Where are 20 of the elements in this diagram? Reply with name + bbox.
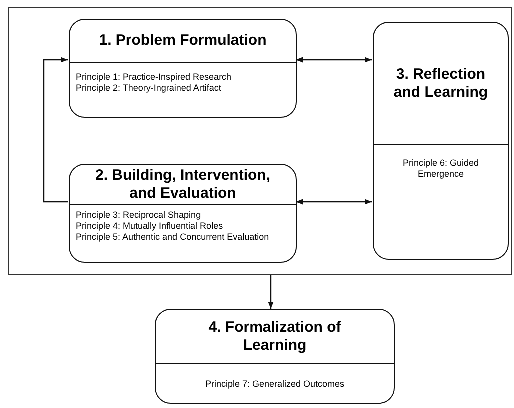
stage-box <box>155 309 395 404</box>
principle-text: Principle 7: Generalized Outcomes <box>204 379 346 390</box>
principle-text: Principle 3: Reciprocal Shaping <box>76 210 202 221</box>
arrow <box>296 57 372 63</box>
principle-text: Principle 5: Authentic and Concurrent Evaluation <box>76 232 270 243</box>
stage-heading: 1. Problem Formulation <box>99 32 267 50</box>
stage-heading: 4. Formalization of Learning <box>208 318 342 354</box>
stage-heading: 2. Building, Intervention, and Evaluation <box>94 166 272 202</box>
stage-heading: 3. Reflection and Learning <box>392 66 490 102</box>
arrow <box>296 199 372 205</box>
principle-text: Principle 4: Mutually Influential Roles <box>76 221 224 232</box>
principle-text: Principle 6: Guided Emergence <box>402 158 480 180</box>
stage-box <box>69 164 297 263</box>
frame-box <box>8 7 512 275</box>
stage-box <box>69 19 297 118</box>
stage-box <box>373 22 509 260</box>
principle-text: Principle 1: Practice-Inspired Research <box>76 72 233 83</box>
arrow <box>268 275 274 309</box>
principle-text: Principle 2: Theory-Ingrained Artifact <box>76 83 222 94</box>
arrow <box>43 57 68 203</box>
